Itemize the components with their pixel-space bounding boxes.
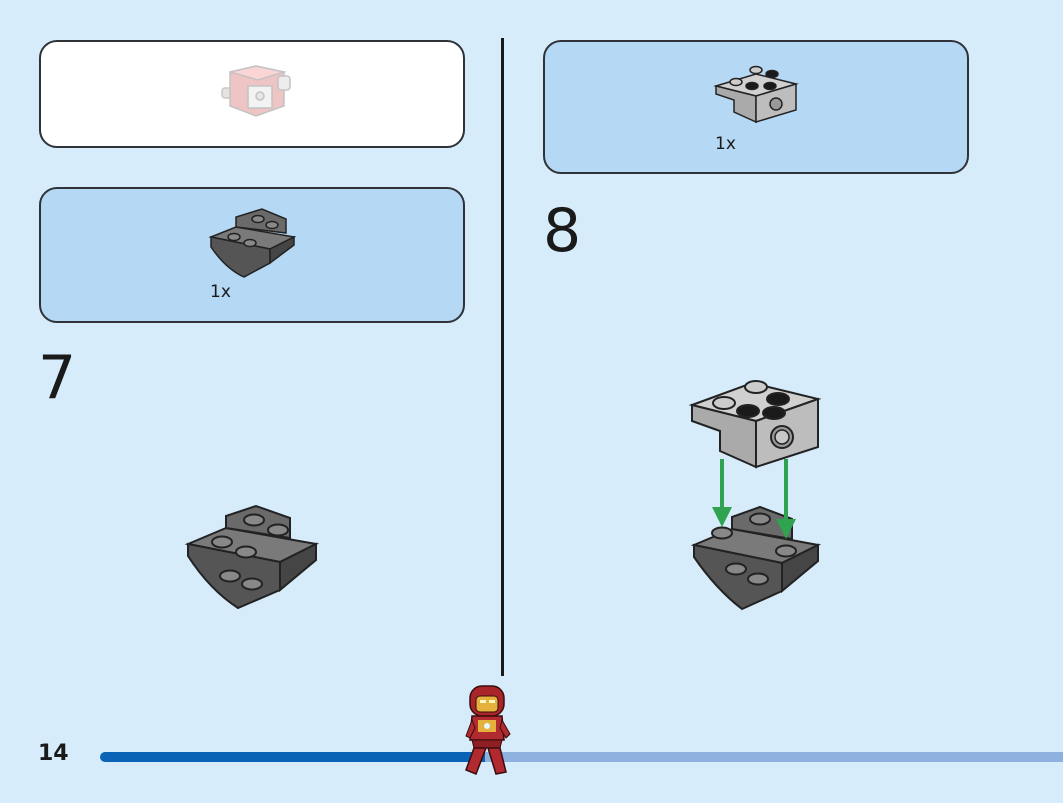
step-divider — [501, 38, 504, 676]
part-quantity-step-7: 1x — [210, 282, 231, 302]
parts-list-step-8 — [543, 40, 969, 174]
dark-gray-inverted-slope-brick-icon — [208, 208, 297, 278]
step-number-8: 8 — [543, 196, 582, 266]
previous-assembly-panel — [39, 40, 465, 148]
faded-red-assembly-icon — [221, 65, 291, 117]
part-quantity-step-8: 1x — [715, 134, 736, 154]
progress-bar-remaining — [485, 752, 1063, 762]
step-7-assembly-brick-icon — [184, 504, 320, 610]
page-number: 14 — [38, 741, 69, 766]
step-number-7: 7 — [38, 343, 77, 413]
iron-man-minifigure-icon — [465, 685, 511, 775]
assembly-arrow-icon — [712, 459, 796, 539]
light-gray-technic-brick-icon — [713, 65, 799, 124]
progress-bar-completed — [100, 752, 485, 762]
step-8-assembly-icon — [688, 380, 822, 611]
